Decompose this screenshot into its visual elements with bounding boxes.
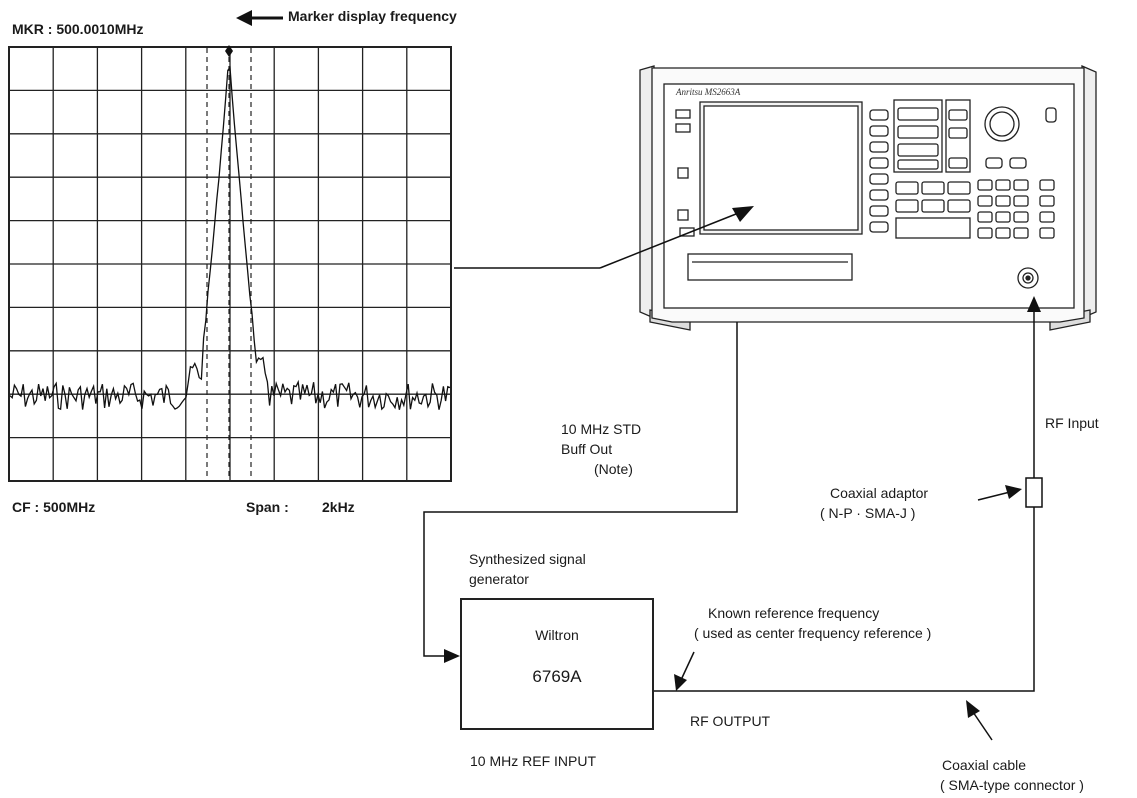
std-out-label-2: Buff Out <box>561 441 613 457</box>
generator-maker: Wiltron <box>535 627 579 643</box>
graticule-grid <box>9 47 451 481</box>
adaptor-label-1: Coaxial adaptor <box>830 485 929 501</box>
cable-label-2: ( SMA-type connector ) <box>940 777 1084 793</box>
adaptor-pointer-arrow <box>977 485 1022 501</box>
numeric-keypad <box>977 179 1055 239</box>
ref-input-label: 10 MHz REF INPUT <box>470 753 597 769</box>
ref-freq-label-1: Known reference frequency <box>708 605 880 621</box>
ref-input-arrowhead <box>444 649 460 663</box>
coaxial-adaptor <box>1025 477 1043 508</box>
std-out-label-1: 10 MHz STD <box>561 421 642 437</box>
ref-freq-label-2: ( used as center frequency reference ) <box>694 625 932 641</box>
marker-callout-label: Marker display frequency <box>288 8 457 24</box>
rf-input-connector <box>1017 267 1039 289</box>
cable-pointer-arrow <box>966 700 993 741</box>
screen-pointer-arrow <box>454 206 754 269</box>
ref-freq-pointer-arrow <box>674 651 695 691</box>
center-frequency-label: CF : 500MHz <box>12 499 96 515</box>
rotary-knob <box>984 106 1020 142</box>
std-out-note: (Note) <box>594 461 633 477</box>
rf-input-label: RF Input <box>1045 415 1099 431</box>
generator-title-1: Synthesized signal <box>469 551 586 567</box>
marker-guides <box>206 48 252 480</box>
disk-slot <box>687 253 853 281</box>
softkeys <box>869 109 889 233</box>
rf-output-label: RF OUTPUT <box>690 713 771 729</box>
cable-label-1: Coaxial cable <box>942 757 1027 773</box>
span-value: 2kHz <box>322 499 355 515</box>
generator-title-2: generator <box>469 571 529 587</box>
spectrum-trace <box>9 65 451 411</box>
rf-input-arrowhead <box>1027 296 1041 312</box>
marker-readout: MKR : 500.0010MHz <box>12 21 144 37</box>
span-label: Span : <box>246 499 289 515</box>
reference-cable <box>423 322 738 657</box>
signal-generator <box>460 598 654 730</box>
svg-text:Anritsu MS2663A: Anritsu MS2663A <box>675 87 741 97</box>
marker-callout-arrow <box>236 10 283 26</box>
spectrum-analyzer: Anritsu MS2663A <box>639 65 1097 331</box>
adaptor-label-2: ( N-P · SMA-J ) <box>820 505 916 521</box>
function-keys <box>893 99 971 239</box>
generator-model: 6769A <box>532 667 582 686</box>
marker-diamond <box>225 45 233 57</box>
rf-cable <box>654 308 1035 692</box>
